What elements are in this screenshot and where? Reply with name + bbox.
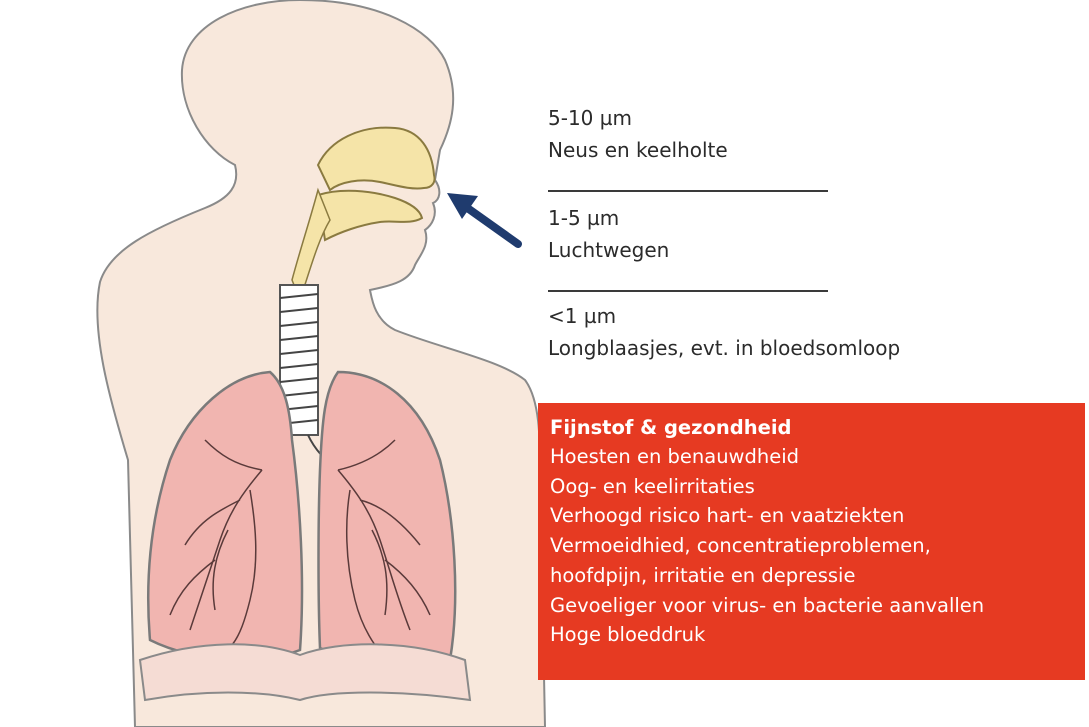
health-box-title: Fijnstof & gezondheid [550,413,1075,442]
health-item: Vermoeidhied, concentratieproblemen, [550,531,1075,561]
health-item: Verhoogd risico hart- en vaatziekten [550,501,1075,531]
health-item: Gevoeliger voor virus- en bacterie aanva… [550,591,1075,621]
health-item: hoofdpijn, irritatie en depressie [550,561,1075,591]
size-1-5-um: 1-5 µm [548,204,619,232]
health-item: Hoge bloeddruk [550,620,1075,650]
arrow-pointing-to-nose-icon [447,193,518,244]
health-item: Oog- en keelirritaties [550,472,1075,502]
size-5-10-um: 5-10 µm [548,104,632,132]
health-effects-box: Fijnstof & gezondheid Hoesten en benauwd… [538,403,1085,680]
region-neus-en-keelholte: Neus en keelholte [548,136,728,164]
diaphragm [140,644,470,700]
divider-2 [548,290,828,292]
health-item: Hoesten en benauwdheid [550,442,1075,472]
size-under-1-um: <1 µm [548,302,616,330]
region-luchtwegen: Luchtwegen [548,236,669,264]
region-longblaasjes: Longblaasjes, evt. in bloedsomloop [548,334,900,362]
divider-1 [548,190,828,192]
